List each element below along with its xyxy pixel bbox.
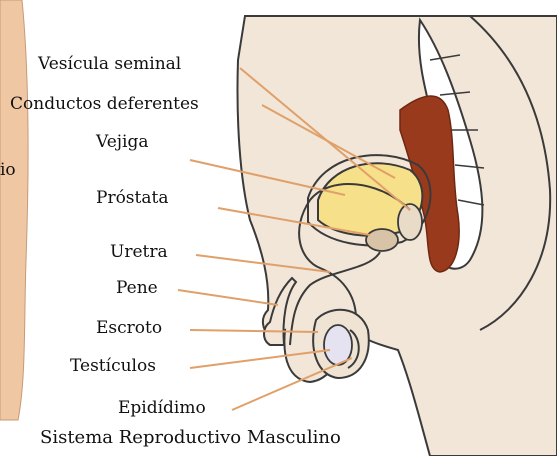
- label-vesicula-seminal: Vesícula seminal: [38, 56, 181, 73]
- label-pene: Pene: [116, 280, 158, 297]
- side-fragment-text: io: [0, 160, 16, 180]
- label-testiculos: Testículos: [70, 358, 156, 375]
- label-escroto: Escroto: [96, 320, 162, 337]
- leader-pene: [178, 290, 278, 305]
- diagram-caption: Sistema Reproductivo Masculino: [40, 427, 341, 448]
- label-uretra: Uretra: [110, 244, 168, 261]
- label-prostata: Próstata: [96, 190, 168, 207]
- left-figure-fragment: [0, 0, 28, 420]
- label-epididimo: Epidídimo: [118, 400, 206, 417]
- prostate: [366, 229, 398, 251]
- label-conductos-deferentes: Conductos deferentes: [10, 96, 199, 113]
- label-vejiga: Vejiga: [96, 134, 149, 151]
